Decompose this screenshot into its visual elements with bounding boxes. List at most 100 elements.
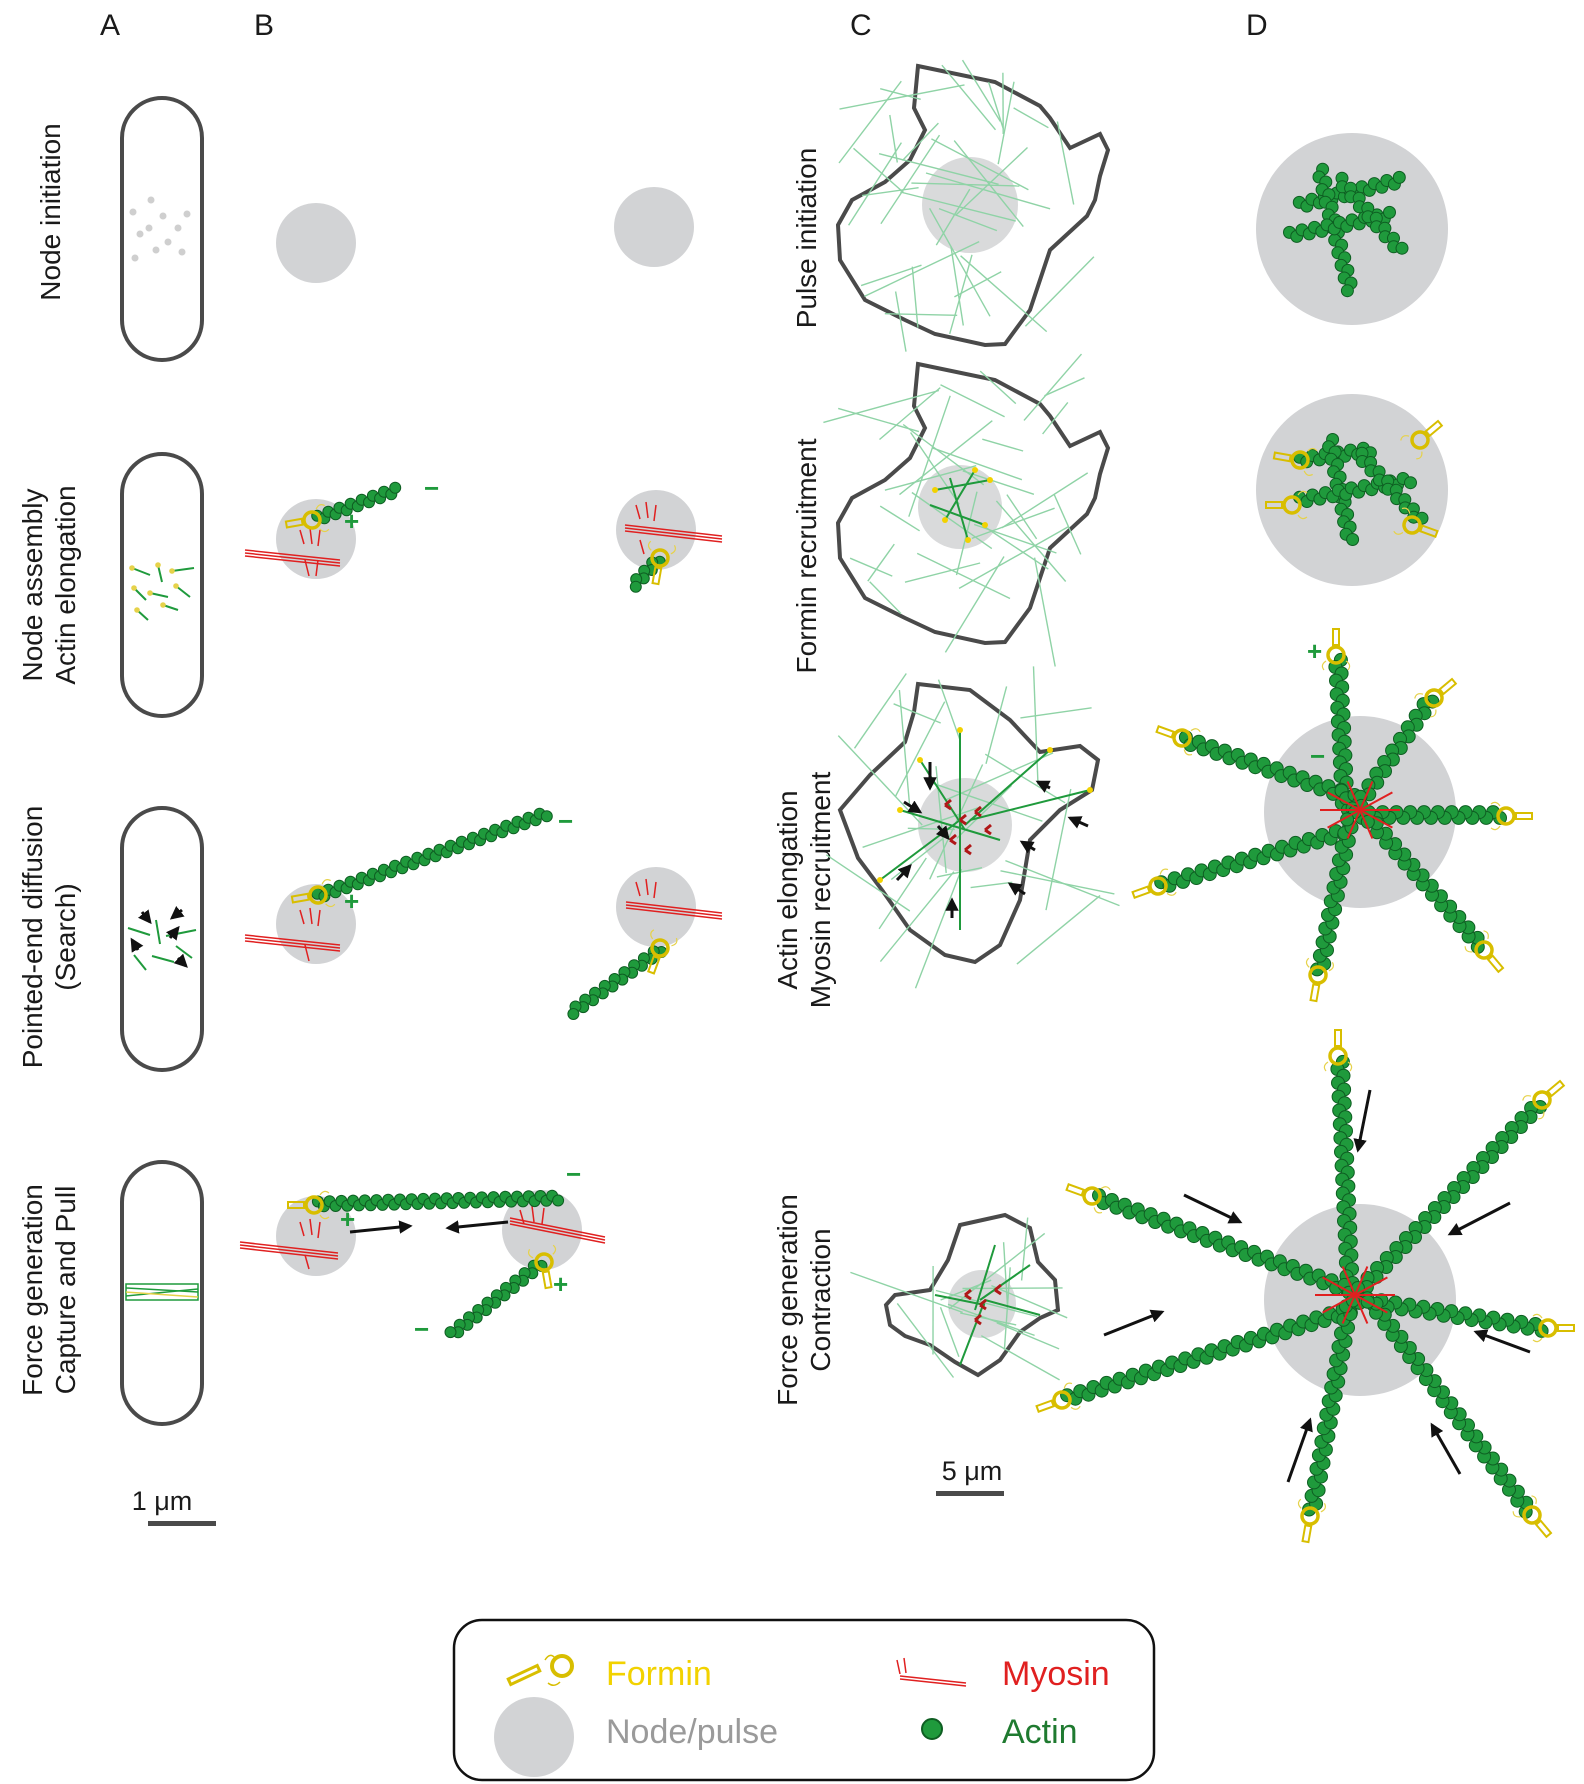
meshwork-filament [986, 686, 1007, 763]
short-actin-filaments [132, 565, 194, 620]
meshwork-filament [880, 388, 941, 440]
cell-formin-recruitment [838, 364, 1108, 643]
panel-label-c: C [850, 9, 872, 42]
scale-bar-label: 1 μm [132, 1486, 193, 1516]
pull-arrow [448, 1222, 508, 1228]
minus-sign: − [1310, 741, 1325, 771]
meshwork-filament [838, 408, 919, 431]
meshwork-filament [855, 674, 907, 749]
row-label-formin-recruitment: Formin recruitment [791, 438, 822, 673]
minus-sign: − [424, 473, 439, 503]
meshwork-filament [916, 869, 962, 988]
condensed-ring [126, 1284, 198, 1300]
meshwork-filament [897, 1303, 953, 1377]
node [276, 203, 356, 283]
legend-formin-label: Formin [606, 1655, 712, 1693]
cortical-actin-meshwork [823, 60, 1119, 1380]
panel-label-d: D [1246, 9, 1268, 42]
formin-dot [965, 537, 971, 543]
row-label-line: Force generation [772, 1194, 803, 1406]
plus-sign: + [553, 1269, 568, 1299]
cell-actin-myosin [840, 684, 1098, 962]
row-label-line: Capture and Pull [50, 1186, 81, 1395]
legend: Formin Myosin Node/pulse Actin [454, 1620, 1154, 1780]
meshwork-filament [1043, 402, 1068, 434]
meshwork-filament [963, 1288, 1063, 1289]
row-label-pointed-end-diffusion: Pointed-end diffusion (Search) [17, 806, 81, 1069]
meshwork-filament [880, 506, 919, 531]
cell-outline [122, 98, 202, 360]
row-label-line: Formin recruitment [791, 438, 822, 673]
meshwork-filament [941, 385, 1005, 417]
row-label-line: Force generation [17, 1184, 48, 1396]
meshwork-filament [1002, 473, 1088, 528]
meshwork-filament [1020, 708, 1091, 718]
formin-dot [987, 477, 993, 483]
scale-bar-a: 1 μm [132, 1486, 216, 1526]
row-label-line: Contraction [805, 1228, 836, 1371]
formin-dot [917, 757, 923, 763]
actin-filament [568, 946, 667, 1020]
row-label-force-capture: Force generation Capture and Pull [17, 1184, 81, 1396]
actin-icon [922, 1719, 942, 1739]
formin-dot [982, 522, 988, 528]
scale-bar-label: 5 μm [942, 1456, 1003, 1486]
node-precursor-dots [130, 197, 191, 262]
plus-sign: + [340, 1204, 355, 1234]
row-label-line: Actin elongation [50, 485, 81, 684]
meshwork-filament [839, 81, 901, 163]
panel-label-b: B [254, 9, 274, 42]
meshwork-filament [1034, 666, 1039, 784]
cell-outline [122, 808, 202, 1070]
panel-a-cells [122, 98, 202, 1424]
pull-arrow [350, 1226, 410, 1232]
meshwork-filament [982, 439, 1023, 451]
formin-icon [508, 1655, 572, 1685]
row-label-line: Pointed-end diffusion [17, 806, 48, 1069]
legend-node-label: Node/pulse [606, 1713, 778, 1751]
pull-arrows [350, 1222, 508, 1232]
meshwork-filament [1057, 122, 1073, 205]
row-label-line: Actin elongation [772, 790, 803, 989]
meshwork-filament [1024, 354, 1082, 420]
myosin-icon [897, 1658, 966, 1686]
plus-sign: + [344, 886, 359, 916]
cell-pulse-initiation [838, 66, 1108, 345]
meshwork-filament [850, 558, 892, 576]
actin-filament [445, 1260, 547, 1338]
meshwork-filament [903, 123, 939, 160]
plus-sign: + [344, 506, 359, 536]
meshwork-filament [971, 882, 1013, 887]
row-label-line: Myosin recruitment [805, 772, 836, 1009]
panel-d-pulses [1256, 133, 1456, 1396]
row-label-pulse-initiation: Pulse initiation [791, 148, 822, 329]
diffusing-filaments [128, 920, 196, 970]
formin-dot [942, 517, 948, 523]
meshwork-filament [981, 1336, 1059, 1380]
formin-dot [972, 467, 978, 473]
meshwork-filament [1046, 789, 1071, 910]
meshwork-filament [1035, 558, 1056, 667]
scale-bar-line [936, 1491, 1004, 1496]
row-label-node-initiation: Node initiation [35, 123, 66, 300]
row-label-node-assembly: Node assembly Actin elongation [17, 485, 81, 684]
row-label-line: (Search) [50, 883, 81, 990]
minus-sign: − [414, 1314, 429, 1344]
panel-label-a: A [100, 9, 120, 42]
meshwork-filament [950, 255, 972, 334]
node [616, 867, 696, 947]
row-label-force-contraction: Force generation Contraction [772, 1194, 836, 1406]
meshwork-filament [998, 82, 1014, 164]
meshwork-filament [840, 85, 965, 109]
formin-dot [897, 807, 903, 813]
legend-actin-label: Actin [1002, 1713, 1078, 1751]
node [614, 187, 694, 267]
formin-dot [957, 727, 963, 733]
row-label-line: Node initiation [35, 123, 66, 300]
legend-myosin-label: Myosin [1002, 1655, 1110, 1693]
panel-b-nodes [276, 187, 696, 1276]
plus-sign: + [1307, 636, 1322, 666]
scale-bar-c: 5 μm [936, 1456, 1004, 1496]
row-label-actin-myosin: Actin elongation Myosin recruitment [772, 772, 836, 1009]
